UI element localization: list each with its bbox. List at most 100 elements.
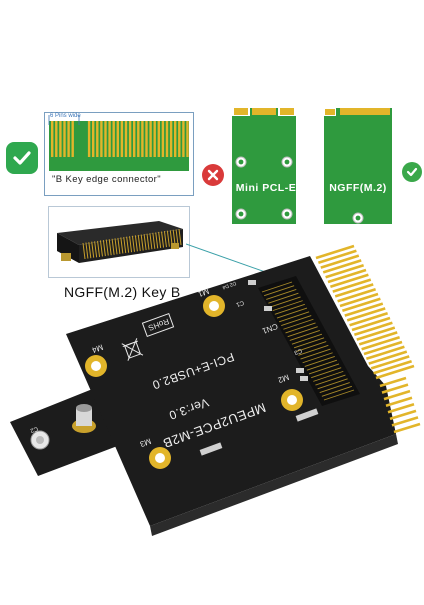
edge-pin	[157, 121, 160, 157]
connector-pin	[161, 231, 165, 248]
slot-pin	[263, 285, 295, 297]
connector-pin	[163, 231, 167, 248]
edge-pin	[153, 121, 156, 157]
slot-pin	[296, 341, 327, 353]
gold-finger	[354, 321, 393, 337]
edge-pin	[96, 121, 99, 157]
connector-pin	[91, 241, 95, 258]
gold-finger	[366, 345, 405, 361]
edge-connector-caption: "B Key edge connector"	[52, 174, 162, 185]
connector-pin	[88, 242, 92, 259]
gold-finger	[393, 422, 421, 434]
edge-pin	[161, 121, 165, 157]
gold-finger	[339, 292, 379, 308]
edge-pin	[92, 121, 95, 157]
connector-pin	[134, 235, 138, 252]
gold-finger	[337, 287, 376, 303]
edge-pin	[169, 121, 173, 157]
adapter-board-graphic	[10, 244, 421, 536]
connector-pin	[97, 240, 101, 257]
ngff-label: NGFF(M.2)	[329, 182, 387, 194]
slot-pin	[276, 307, 308, 319]
connector-pin	[117, 237, 121, 254]
slot-pin	[261, 281, 293, 293]
gold-finger	[375, 364, 415, 380]
slot-pin	[278, 311, 310, 323]
edge-pin	[149, 121, 152, 157]
slot-pin	[308, 363, 340, 375]
connector-pin	[166, 230, 170, 247]
edge-pin	[112, 121, 115, 157]
connector-pin	[82, 242, 86, 260]
edge-pin	[124, 121, 128, 157]
edge-pin	[165, 121, 169, 157]
edge-pin	[137, 121, 140, 157]
edge-pin	[51, 121, 54, 157]
connector-pin	[178, 228, 182, 246]
slot-pin	[300, 348, 331, 360]
slot-pin	[274, 303, 305, 315]
incompatible-x-icon	[202, 164, 224, 186]
edge-pin	[55, 121, 58, 157]
gold-finger	[368, 350, 408, 365]
gold-finger	[334, 283, 374, 298]
slot-pin	[283, 318, 314, 330]
connector-pin	[99, 240, 103, 257]
gold-finger	[383, 389, 411, 401]
edge-pin	[178, 121, 181, 157]
gold-finger	[351, 316, 391, 332]
connector-pin	[146, 233, 150, 250]
edge-pin	[100, 121, 103, 157]
connector-pin	[131, 235, 135, 252]
slot-pin	[293, 337, 325, 349]
connector-pin	[175, 229, 179, 246]
edge-pin	[104, 121, 107, 157]
edge-pin	[71, 121, 74, 157]
slot-pin	[289, 329, 320, 341]
gold-finger	[320, 254, 360, 269]
edge-pin	[141, 121, 144, 157]
m2-connector-graphic	[57, 221, 183, 263]
slot-pin	[268, 292, 299, 304]
edge-pin	[120, 121, 124, 157]
compatible-check-icon	[402, 162, 422, 182]
gold-finger	[379, 376, 407, 388]
slot-pin	[287, 326, 318, 338]
edge-pin	[128, 121, 132, 157]
gold-finger	[381, 383, 409, 394]
gold-finger	[356, 326, 396, 341]
connector-pin	[155, 232, 159, 249]
connector-pin	[94, 241, 98, 258]
connector-pin	[126, 236, 130, 253]
gold-finger	[342, 297, 381, 313]
connector-pin	[137, 234, 141, 252]
gold-finger	[373, 359, 412, 375]
gold-finger	[325, 263, 364, 279]
edge-pin	[87, 121, 91, 157]
connector-caption: NGFF(M.2) Key B	[64, 284, 181, 300]
connector-pin	[143, 234, 147, 251]
adapter-board: RoHS PCI-E+USB2.0 Ver:3.0 MPEU2PCE-M2B C…	[0, 236, 424, 600]
edge-pin	[108, 121, 111, 157]
connector-pin	[123, 236, 127, 254]
gold-finger	[387, 403, 415, 414]
gold-finger	[363, 340, 403, 356]
edge-pin	[59, 121, 62, 157]
edge-pin	[133, 121, 136, 157]
edge-pin	[145, 121, 148, 157]
edge-connector-graphic	[48, 115, 189, 171]
gold-finger	[344, 302, 384, 317]
slot-pin	[272, 300, 303, 312]
slot-pin	[319, 382, 350, 393]
slot-pin	[302, 352, 333, 364]
gold-finger	[361, 335, 400, 351]
connector-pin	[140, 234, 144, 251]
slot-pin	[315, 374, 346, 386]
pins-wide-note: 6 Pins wide	[50, 113, 81, 119]
gold-finger	[327, 268, 367, 284]
check-badge-icon	[6, 142, 38, 174]
slot-pin	[270, 296, 301, 308]
connector-pin	[152, 232, 156, 249]
gold-finger	[349, 311, 388, 327]
slot-pin	[266, 289, 297, 300]
